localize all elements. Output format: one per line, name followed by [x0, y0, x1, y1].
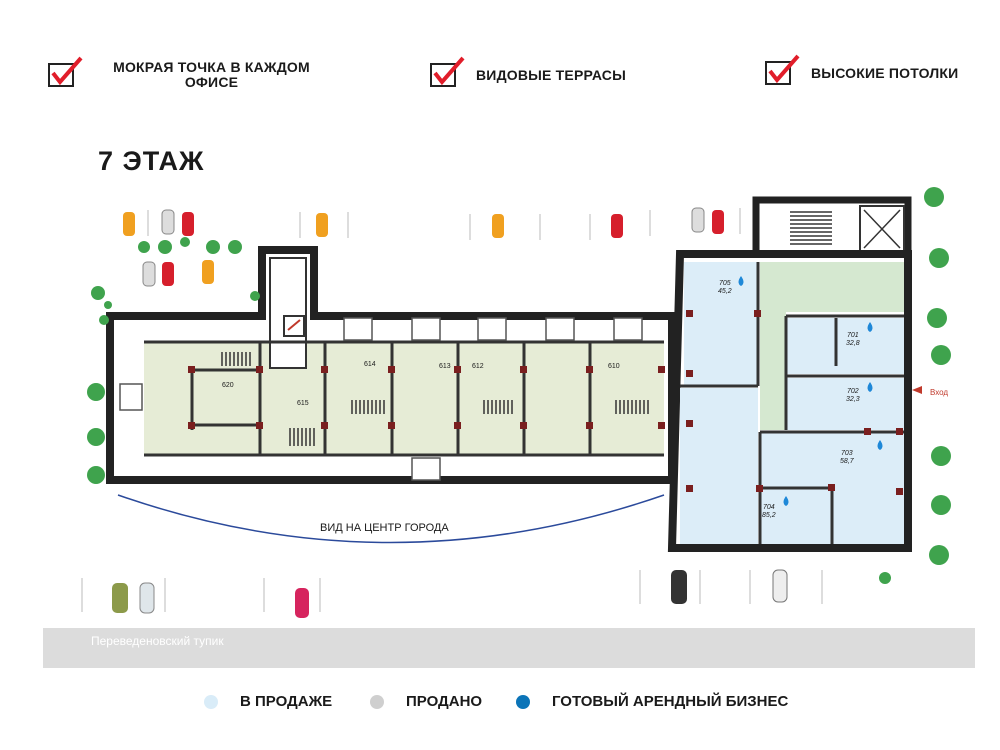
room-label: 614	[364, 361, 376, 368]
legend-for-sale: В ПРОДАЖЕ	[204, 693, 332, 710]
room-label: 615	[297, 400, 309, 407]
feature-wet-point: МОКРАЯ ТОЧКА В КАЖДОМ ОФИСЕ	[48, 56, 319, 90]
room-area: 32,3	[846, 396, 860, 403]
entrance-arrow-icon	[912, 386, 922, 394]
checkbox-icon	[48, 56, 83, 87]
feature-label: МОКРАЯ ТОЧКА В КАЖДОМ ОФИСЕ	[113, 59, 310, 90]
legend-dot	[204, 694, 218, 709]
water-drops	[738, 276, 883, 506]
room-702[interactable]: 702 32,3	[846, 388, 860, 404]
checkbox-icon	[430, 56, 465, 87]
feature-label: ВЫСОКИЕ ПОТОЛКИ	[811, 64, 959, 81]
legend-label: ПРОДАНО	[406, 693, 483, 710]
room-label: 620	[222, 382, 234, 389]
room-number: 705	[718, 280, 731, 287]
entrance-label: Вход	[930, 388, 949, 397]
room-number: 701	[846, 332, 859, 339]
room-704[interactable]: 704 85,2	[762, 504, 776, 520]
view-arc	[117, 494, 665, 544]
room-number: 704	[762, 504, 775, 511]
trees	[87, 187, 951, 584]
room-area: 45,2	[718, 288, 732, 295]
legend-dot	[370, 694, 384, 709]
legend-rental-business: ГОТОВЫЙ АРЕНДНЫЙ БИЗНЕС	[516, 693, 788, 710]
feature-high-ceilings: ВЫСОКИЕ ПОТОЛКИ	[765, 54, 959, 85]
east-wing	[667, 196, 912, 552]
checkbox-icon	[765, 54, 800, 85]
room-area: 58,7	[840, 458, 854, 465]
room-label: 610	[608, 363, 620, 370]
room-label: 613	[439, 363, 451, 370]
floor-title: 7 ЭТАЖ	[98, 146, 205, 176]
room-number: 702	[846, 388, 859, 395]
view-label: ВИД НА ЦЕНТР ГОРОДА	[320, 522, 449, 534]
room-703[interactable]: 703 58,7	[840, 450, 854, 466]
room-label: 612	[472, 363, 484, 370]
feature-label: ВИДОВЫЕ ТЕРРАСЫ	[476, 66, 626, 83]
street-name: Переведеновский тупик	[91, 634, 224, 648]
room-area: 85,2	[762, 512, 776, 519]
legend-label: ГОТОВЫЙ АРЕНДНЫЙ БИЗНЕС	[552, 693, 789, 710]
room-number: 703	[840, 450, 853, 457]
street: Переведеновский тупик	[43, 628, 975, 668]
legend-sold: ПРОДАНО	[370, 693, 482, 710]
room-705[interactable]: 705 45,2	[718, 280, 732, 296]
room-area: 32,8	[846, 340, 860, 347]
legend-label: В ПРОДАЖЕ	[240, 693, 333, 710]
feature-terraces: ВИДОВЫЕ ТЕРРАСЫ	[430, 56, 626, 87]
room-701[interactable]: 701 32,8	[846, 332, 860, 348]
legend-dot	[516, 694, 530, 709]
parked-cars	[112, 207, 788, 618]
parking-lines	[81, 208, 823, 612]
west-wing	[106, 246, 676, 484]
